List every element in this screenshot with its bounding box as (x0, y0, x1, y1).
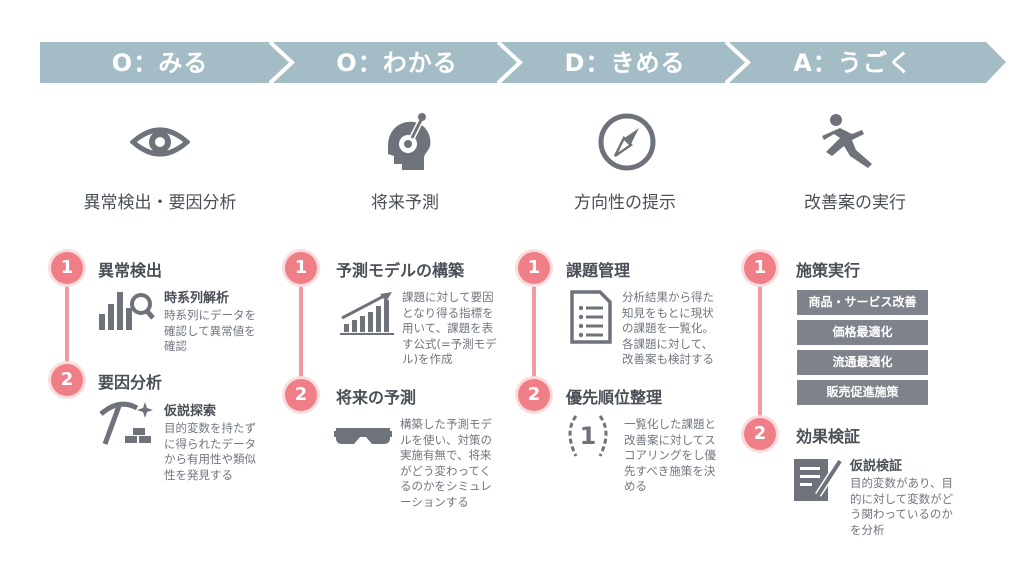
verification-doc-icon (794, 459, 843, 501)
step-title-future-forecast: 将来の予測 (336, 388, 417, 407)
sub-title-time-series: 時系列解析 (164, 291, 230, 306)
description-anomaly-detection: 時系列にデータを 確認して異常値を 確認 (164, 308, 256, 353)
pickaxe-gold-icon (99, 401, 153, 445)
chevron-2-icon (496, 40, 523, 85)
step-number-badge: 2 (285, 379, 317, 411)
chevron-3-icon (724, 40, 751, 85)
step-title-measure-execution: 施策実行 (796, 261, 861, 280)
running-person-icon (822, 114, 872, 168)
description-model-building: 課題に対して要因 となり得る指標を 用いて、課題を表 す公式(=予測モデ ル)を… (402, 290, 497, 366)
timeline-line-4 (758, 268, 762, 434)
description-future-forecast: 構築した予測モデ ルを使い、対策の 実施有無で、将来 がどう変わってく るのかを… (400, 417, 492, 509)
column-title-direction: 方向性の提示 (574, 193, 676, 213)
step-number-badge: 2 (744, 418, 776, 450)
step-number-badge: 1 (518, 252, 550, 284)
step-title-prioritization: 優先順位整理 (566, 388, 663, 407)
description-factor-analysis: 目的変数を持たず に得られたデータ から有用性や類似 性を発見する (164, 421, 256, 482)
column-title-forecast: 将来予測 (371, 193, 439, 213)
banner-arrows (40, 40, 1006, 85)
phase-banner (0, 0, 1024, 110)
rank-number: 1 (579, 422, 597, 450)
eye-icon (130, 127, 190, 157)
step-number-badge: 1 (285, 252, 317, 284)
laurel-wreath-icon (568, 415, 608, 457)
measure-pricing: 価格最適化 (797, 320, 928, 345)
measure-promotion: 販売促進施策 (797, 380, 928, 405)
measure-distribution: 流通最適化 (797, 350, 928, 375)
timeline-line-3 (532, 268, 536, 394)
sub-title-hypothesis-verification: 仮説検証 (850, 459, 903, 474)
phase-label-decide: D：きめる (564, 49, 686, 77)
step-title-factor-analysis: 要因分析 (98, 373, 163, 392)
document-list-icon (570, 290, 612, 344)
bar-chart-search-icon (99, 292, 155, 330)
timeline-line-2 (299, 268, 303, 394)
timeline-line-1 (65, 268, 69, 378)
step-title-effect-verification: 効果検証 (796, 427, 861, 446)
measure-product-service: 商品・サービス改善 (797, 290, 928, 315)
description-prioritization: 一覧化した課題と 改善案に対してス コアリングをし優 先すべき施策を決 める (624, 417, 716, 493)
column-title-anomaly: 異常検出・要因分析 (83, 193, 237, 213)
step-title-anomaly-detection: 異常検出 (98, 261, 163, 280)
description-issue-management: 分析結果から得た 知見をもとに現状 の課題を一覧化。 各課題に対して、 改善案も… (622, 290, 714, 366)
phase-label-act: A：うごく (793, 49, 913, 77)
head-idea-icon (388, 113, 431, 170)
column-title-execution: 改善案の実行 (804, 193, 906, 213)
sub-title-hypothesis-exploration: 仮説探索 (164, 404, 217, 419)
chevron-1-icon (268, 40, 295, 85)
step-title-issue-management: 課題管理 (566, 261, 631, 280)
phase-label-observe: O：みる (111, 49, 209, 77)
laurel-rank-icon: 1 (560, 412, 616, 460)
step-number-badge: 2 (51, 364, 83, 396)
growth-chart-icon (340, 292, 394, 335)
step-number-badge: 1 (744, 252, 776, 284)
compass-icon (598, 113, 656, 171)
step-number-badge: 2 (518, 379, 550, 411)
description-effect-verification: 目的変数があり、目 的に対して変数がど う関わっているのか を分析 (850, 476, 954, 537)
phase-label-orient: O：わかる (336, 49, 458, 77)
step-title-model-building: 予測モデルの構築 (336, 261, 465, 280)
step-number-badge: 1 (51, 252, 83, 284)
vr-goggles-icon (334, 428, 392, 444)
